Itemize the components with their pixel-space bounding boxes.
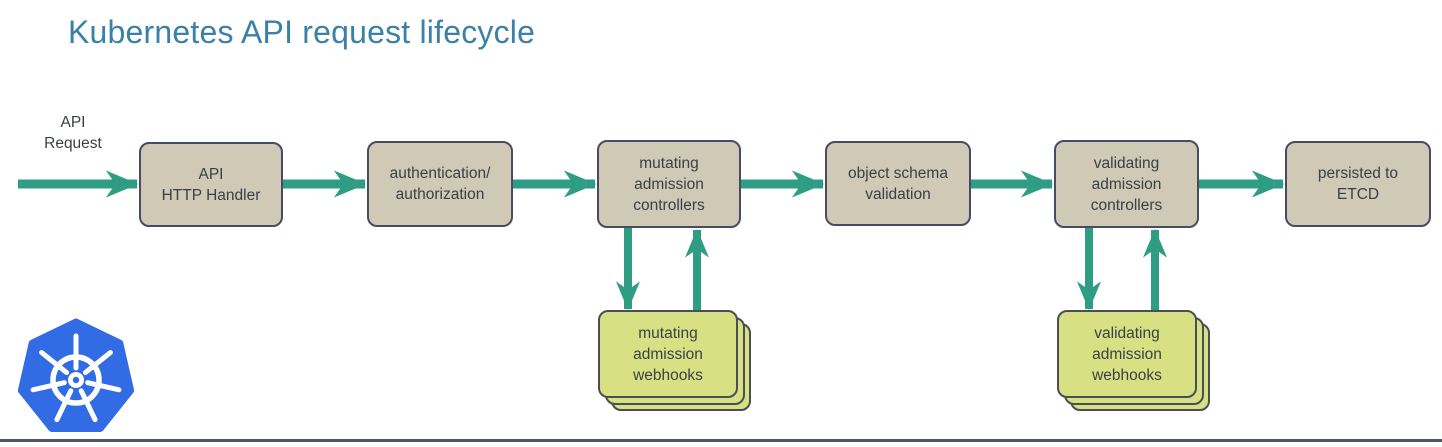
node-label-line: admission (634, 175, 704, 193)
node-validating-admission-webhooks: validating admission webhooks (1057, 310, 1213, 414)
api-request-line2: Request (44, 135, 102, 152)
node-api-http-handler: API HTTP Handler (139, 142, 283, 227)
webhook-front-card: validating admission webhooks (1057, 310, 1197, 398)
node-label-line: admission (1091, 175, 1162, 193)
api-request-label: API Request (26, 112, 120, 154)
page-title: Kubernetes API request lifecycle (68, 14, 536, 50)
node-label-line: persisted to (1317, 165, 1399, 182)
node-label-line: validating (1094, 324, 1160, 342)
node-label-line: validation (865, 185, 931, 203)
node-label-line: authorization (395, 186, 485, 203)
node-label-line: HTTP Handler (161, 186, 261, 204)
node-label-line: authentication/ (389, 165, 491, 182)
node-validating-admission-controllers: validating admission controllers (1054, 140, 1199, 228)
node-label-line: controllers (1090, 196, 1163, 214)
node-label-line: object schema (848, 164, 948, 182)
node-mutating-admission-controllers: mutating admission controllers (597, 140, 741, 228)
node-label-line: validating (1093, 154, 1160, 172)
node-label-line: mutating (638, 324, 698, 342)
node-label-line: admission (633, 345, 703, 363)
node-mutating-admission-webhooks: mutating admission webhooks (598, 310, 754, 414)
node-label-line: API (198, 165, 224, 183)
node-object-schema-validation: object schema validation (825, 141, 971, 226)
bottom-divider (0, 439, 1442, 442)
node-label-line: webhooks (1092, 366, 1162, 384)
node-label-line: controllers (633, 196, 705, 214)
webhook-front-card: mutating admission webhooks (598, 310, 738, 398)
node-label-line: admission (1092, 345, 1162, 363)
kubernetes-logo-icon (17, 318, 135, 432)
node-authentication-authorization: authentication/ authorization (367, 141, 513, 227)
node-label-line: ETCD (1336, 186, 1380, 203)
node-label-line: mutating (639, 154, 699, 172)
api-request-line1: API (60, 114, 86, 131)
node-label-line: webhooks (633, 366, 703, 384)
node-persisted-to-etcd: persisted to ETCD (1285, 141, 1431, 227)
